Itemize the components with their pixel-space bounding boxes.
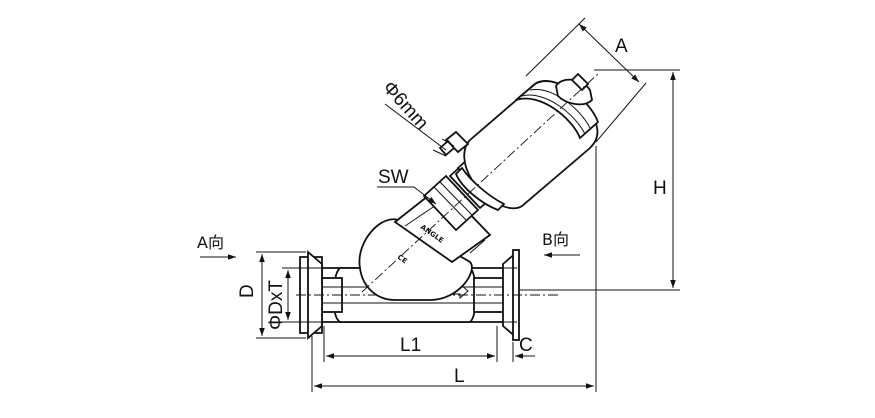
dim-c: C <box>475 335 535 362</box>
dim-l-label: L <box>454 366 465 387</box>
view-b: B向 <box>542 230 580 258</box>
hex-nut <box>422 174 480 232</box>
dim-h-label: H <box>653 178 667 199</box>
dim-sw-label: SW <box>378 167 409 188</box>
view-b-label: B向 <box>542 230 569 249</box>
dim-h: H <box>520 69 680 291</box>
view-a-label: A向 <box>197 233 224 252</box>
dim-a-label: A <box>615 36 628 57</box>
dim-d: D <box>237 251 306 339</box>
dim-c-label: C <box>519 335 533 356</box>
dim-sw: SW <box>377 167 437 205</box>
dim-l: L <box>311 146 597 392</box>
dim-l1-label: L1 <box>400 335 421 356</box>
dim-a: A <box>525 17 647 143</box>
valve-bonnet: ANGLE CE <box>358 183 492 301</box>
dim-dxt-label: ΦDxT <box>266 280 287 330</box>
dim-l1: L1 <box>323 326 498 362</box>
actuator-cylinder <box>454 72 600 212</box>
dim-port: Φ6mm <box>378 77 455 157</box>
dim-dxt: ΦDxT <box>266 267 300 330</box>
dim-d-label: D <box>237 284 258 298</box>
view-a: A向 <box>197 233 236 260</box>
actuator-centerline <box>361 71 601 293</box>
